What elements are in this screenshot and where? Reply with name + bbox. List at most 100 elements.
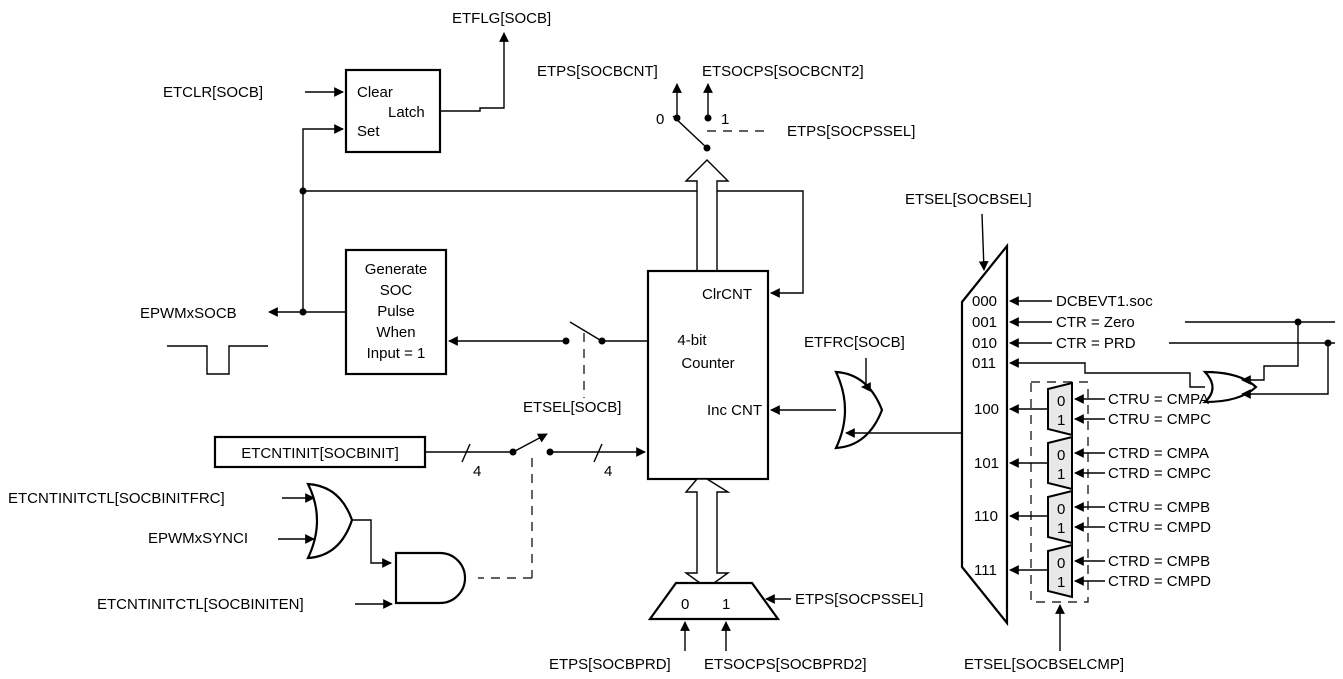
switch-contact-0 bbox=[673, 114, 681, 122]
latch-set-label: Set bbox=[357, 123, 380, 140]
etps-socpssel-top-label: ETPS[SOCPSSEL] bbox=[787, 123, 915, 140]
compare-sub-mux bbox=[1047, 435, 1073, 491]
mux-code-label: 001 bbox=[972, 314, 997, 331]
sub-mux-in0-label: 0 bbox=[1057, 501, 1065, 518]
switch-contact bbox=[509, 448, 517, 456]
etflg-label: ETFLG[SOCB] bbox=[452, 10, 551, 27]
presc-0-label: 0 bbox=[681, 596, 689, 613]
zero-prd-or-gate bbox=[1202, 370, 1258, 404]
etsocps-socbprd2-label: ETSOCPS[SOCBPRD2] bbox=[704, 656, 867, 673]
latch-block bbox=[344, 68, 442, 154]
etsocps-socbcnt2-label: ETSOCPS[SOCBCNT2] bbox=[702, 63, 864, 80]
gen-text-1: Generate bbox=[365, 261, 428, 278]
sub-mux-sig0-label: CTRU = CMPB bbox=[1108, 499, 1210, 516]
top-switch-arm bbox=[672, 115, 708, 149]
mux-signal-label: DCBEVT1.soc bbox=[1056, 293, 1153, 310]
sub-mux-sig0-label: CTRD = CMPA bbox=[1108, 445, 1209, 462]
compare-sub-mux bbox=[1047, 489, 1073, 545]
socbsel-mux bbox=[960, 242, 1009, 627]
counter-output-bus-arrow bbox=[684, 159, 730, 271]
etfrc-label: ETFRC[SOCB] bbox=[804, 334, 905, 351]
sub-mux-sig0-label: CTRU = CMPA bbox=[1108, 391, 1209, 408]
bus-width-1: 4 bbox=[473, 463, 481, 480]
sub-mux-sig1-label: CTRU = CMPC bbox=[1108, 411, 1211, 428]
sub-mux-in1-label: 1 bbox=[1057, 574, 1065, 591]
or-to-and-wire bbox=[352, 519, 392, 568]
compare-sub-mux bbox=[1047, 381, 1073, 437]
sub-mux-in1-label: 1 bbox=[1057, 520, 1065, 537]
zero-to-or-wire bbox=[1241, 322, 1299, 385]
etsel-switch-arm bbox=[569, 321, 601, 341]
etclr-label: ETCLR[SOCB] bbox=[163, 84, 263, 101]
period-prescale-mux bbox=[647, 581, 781, 621]
mux-signal-label: CTR = Zero bbox=[1056, 314, 1135, 331]
latch-clear-label: Clear bbox=[357, 84, 393, 101]
etcntinitctl-en-label: ETCNTINITCTL[SOCBINITEN] bbox=[97, 596, 304, 613]
sub-mux-in0-label: 0 bbox=[1057, 393, 1065, 410]
init-or-gate bbox=[306, 482, 354, 560]
switch-pivot bbox=[703, 144, 711, 152]
etsel-socb-label: ETSEL[SOCB] bbox=[523, 399, 621, 416]
sub-mux-in0-label: 0 bbox=[1057, 447, 1065, 464]
junction-dot bbox=[299, 187, 307, 195]
selcmp-dashed-box bbox=[1030, 381, 1089, 603]
presc-1-label: 1 bbox=[722, 596, 730, 613]
bus-slash bbox=[593, 443, 603, 463]
switch-top-1-label: 1 bbox=[721, 111, 729, 128]
bus-width-2: 4 bbox=[604, 463, 612, 480]
sub-mux-sig1-label: CTRU = CMPD bbox=[1108, 519, 1211, 536]
counter-text-2: Counter bbox=[681, 355, 734, 372]
mux-code-label: 000 bbox=[972, 293, 997, 310]
etsel-socbsel-label: ETSEL[SOCBSEL] bbox=[905, 191, 1032, 208]
sub-mux-sig0-label: CTRD = CMPB bbox=[1108, 553, 1210, 570]
inccnt-label: Inc CNT bbox=[707, 402, 762, 419]
sub-mux-in1-label: 1 bbox=[1057, 466, 1065, 483]
switch-contact bbox=[598, 337, 606, 345]
gen-text-5: Input = 1 bbox=[367, 345, 426, 362]
sub-mux-sig1-label: CTRD = CMPC bbox=[1108, 465, 1211, 482]
pulse-waveform-icon bbox=[167, 345, 268, 375]
or-to-011-wire bbox=[1009, 358, 1205, 388]
clrcnt-feedback-wire bbox=[303, 190, 804, 298]
mux-code-label: 111 bbox=[974, 562, 997, 579]
mux-code-label: 101 bbox=[974, 455, 999, 472]
gen-text-2: SOC bbox=[380, 282, 413, 299]
compare-sub-mux bbox=[1047, 543, 1073, 599]
socbsel-wire bbox=[978, 213, 989, 271]
bus-slash bbox=[461, 443, 471, 463]
etps-socpssel-bottom-label: ETPS[SOCPSSEL] bbox=[795, 591, 923, 608]
latch-latch-label: Latch bbox=[388, 104, 425, 121]
etps-socbprd-label: ETPS[SOCBPRD] bbox=[549, 656, 671, 673]
etsel-socbselcmp-label: ETSEL[SOCBSELCMP] bbox=[964, 656, 1124, 673]
sub-mux-in0-label: 0 bbox=[1057, 555, 1065, 572]
etcntinitctl-frc-label: ETCNTINITCTL[SOCBINITFRC] bbox=[8, 490, 225, 507]
mux-code-label: 100 bbox=[974, 401, 999, 418]
gen-text-3: Pulse bbox=[377, 303, 415, 320]
etps-socbcnt-label: ETPS[SOCBCNT] bbox=[537, 63, 658, 80]
sub-mux-in1-label: 1 bbox=[1057, 412, 1065, 429]
prd-to-or-wire bbox=[1241, 343, 1329, 399]
inccnt-or-gate bbox=[834, 370, 884, 450]
etflg-wire bbox=[440, 32, 509, 112]
init-switch-arm bbox=[514, 433, 548, 452]
counter-text-1: 4-bit bbox=[677, 332, 707, 349]
set-wire bbox=[302, 124, 344, 312]
init-and-gate bbox=[394, 551, 467, 605]
etcntinit-label: ETCNTINIT[SOCBINIT] bbox=[241, 445, 399, 462]
mux-code-label: 010 bbox=[972, 335, 997, 352]
epwmxsocb-label: EPWMxSOCB bbox=[140, 305, 237, 322]
mux-code-label: 011 bbox=[972, 355, 996, 372]
switch-contact-1 bbox=[704, 114, 712, 122]
etfrc-wire bbox=[861, 358, 871, 392]
epwmxsynci-label: EPWMxSYNCI bbox=[148, 530, 248, 547]
gen-text-4: When bbox=[376, 324, 415, 341]
clrcnt-label: ClrCNT bbox=[702, 286, 752, 303]
mux-signal-label: CTR = PRD bbox=[1056, 335, 1136, 352]
counter-prescaler-bus-arrow bbox=[683, 478, 731, 589]
mux-code-label: 110 bbox=[974, 508, 998, 525]
sub-mux-sig1-label: CTRD = CMPD bbox=[1108, 573, 1211, 590]
switch-top-0-label: 0 bbox=[656, 111, 664, 128]
